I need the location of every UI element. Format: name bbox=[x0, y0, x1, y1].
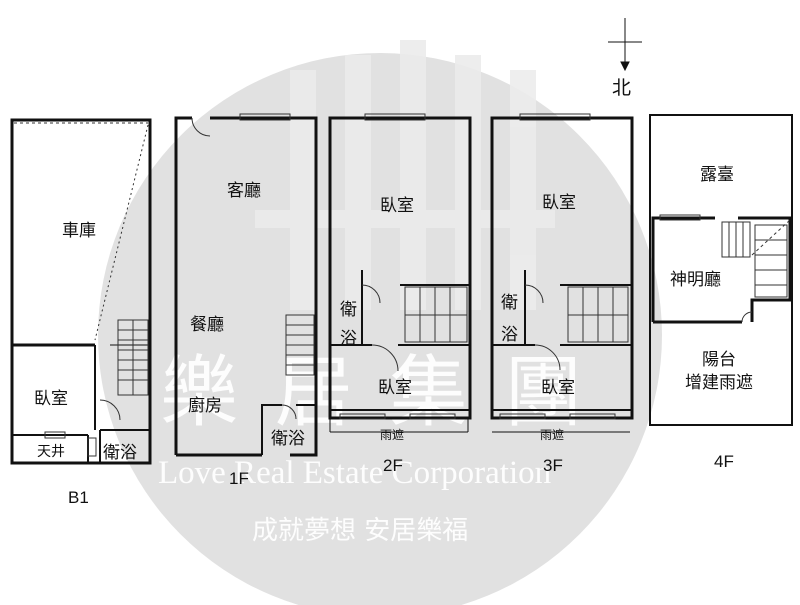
f2-bath-bottom-label: 浴 bbox=[340, 329, 357, 349]
f1-floor-label: 1F bbox=[229, 469, 249, 488]
f2-floor-label: 2F bbox=[383, 456, 403, 475]
b1-bedroom-label: 臥室 bbox=[34, 389, 68, 409]
f3-floor-label: 3F bbox=[543, 456, 563, 475]
f4-balcony-canopy-label: 增建雨遮 bbox=[685, 373, 753, 393]
f1-kitchen-label: 廚房 bbox=[188, 396, 222, 416]
b1-floor-label: B1 bbox=[68, 488, 89, 507]
f4-floor-label: 4F bbox=[714, 452, 734, 471]
f3-bath-top-label: 衛 bbox=[501, 293, 518, 313]
watermark-brand: 樂 居 集 團 bbox=[160, 348, 589, 438]
f4-terrace-label: 露臺 bbox=[700, 165, 734, 185]
f3-bath-bottom-label: 浴 bbox=[501, 325, 518, 345]
watermark-english: Love Real Estate Corporation bbox=[158, 455, 552, 491]
b1-garage-label: 車庫 bbox=[62, 221, 96, 241]
f2-bath-top-label: 衛 bbox=[340, 300, 357, 320]
watermark-slogan: 成就夢想 安居樂福 bbox=[252, 516, 469, 546]
f1-bathroom-label: 衛浴 bbox=[271, 429, 305, 449]
f4-balcony-label: 陽台 bbox=[702, 350, 736, 370]
f2-bedroom-back-label: 臥室 bbox=[378, 378, 412, 398]
f3-bedroom-back-label: 臥室 bbox=[541, 378, 575, 398]
north-arrow-icon bbox=[608, 18, 642, 72]
f3-canopy-label: 雨遮 bbox=[540, 428, 565, 442]
f2-canopy-label: 雨遮 bbox=[380, 428, 405, 442]
b1-bathroom-label: 衛浴 bbox=[103, 443, 137, 463]
b1-skylight-label: 天井 bbox=[37, 444, 65, 460]
f3-bedroom-main-label: 臥室 bbox=[542, 193, 576, 213]
f1-living-label: 客廳 bbox=[227, 181, 261, 201]
north-label: 北 bbox=[612, 77, 632, 99]
f1-dining-label: 餐廳 bbox=[190, 315, 224, 335]
f2-bedroom-main-label: 臥室 bbox=[380, 196, 414, 216]
f4-shrine-label: 神明廳 bbox=[670, 270, 721, 290]
